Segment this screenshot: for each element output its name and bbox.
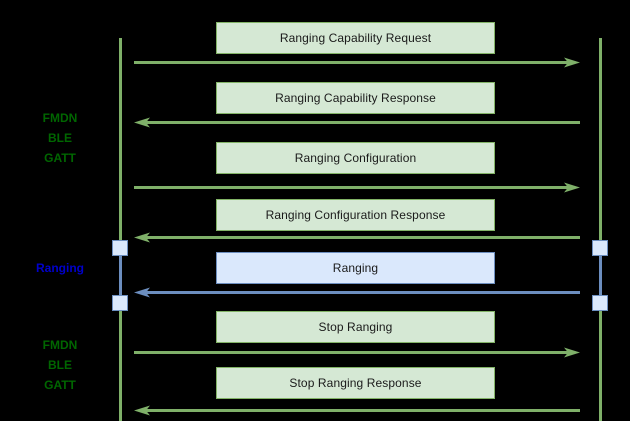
activation-right-start: [592, 240, 608, 256]
message-label: Ranging Configuration: [294, 151, 417, 165]
message-label: Ranging: [332, 261, 379, 275]
left-lifeline-lower: [119, 303, 122, 421]
phase-label-line: Ranging: [36, 261, 84, 275]
activation-left-end: [112, 295, 128, 311]
phase-label-line: BLE: [48, 131, 72, 145]
message-label: Ranging Configuration Response: [265, 208, 446, 222]
phase-label-ranging: Ranging: [18, 258, 102, 278]
message-label: Stop Ranging: [318, 320, 393, 334]
message-box-stop-ranging: Stop Ranging: [216, 311, 495, 343]
message-box-ranging-capability-request: Ranging Capability Request: [216, 22, 495, 54]
phase-label-line: GATT: [44, 378, 76, 392]
phase-label-line: FMDN: [42, 111, 78, 125]
activation-left-start: [112, 240, 128, 256]
message-box-ranging: Ranging: [216, 252, 495, 284]
activation-right-end: [592, 295, 608, 311]
message-arrow-right-stop-ranging: [134, 347, 580, 358]
message-box-ranging-configuration-response: Ranging Configuration Response: [216, 199, 495, 231]
phase-label-fmdn-ble-gatt-top: FMDN BLE GATT: [24, 108, 96, 168]
message-arrow-right-ranging-capability-request: [134, 57, 580, 68]
message-arrow-left-ranging-configuration-response: [134, 232, 580, 243]
message-label: Stop Ranging Response: [289, 376, 422, 390]
right-lifeline-upper: [599, 38, 602, 248]
message-box-stop-ranging-response: Stop Ranging Response: [216, 367, 495, 399]
message-arrow-left-ranging: [134, 287, 580, 298]
message-label: Ranging Capability Request: [279, 31, 432, 45]
left-lifeline-upper: [119, 38, 122, 248]
message-arrow-right-ranging-configuration: [134, 182, 580, 193]
message-label: Ranging Capability Response: [275, 91, 436, 105]
phase-label-fmdn-ble-gatt-bottom: FMDN BLE GATT: [24, 335, 96, 395]
right-lifeline-lower: [599, 303, 602, 421]
phase-label-line: FMDN: [42, 338, 78, 352]
message-box-ranging-capability-response: Ranging Capability Response: [216, 82, 495, 114]
phase-label-line: GATT: [44, 151, 76, 165]
message-box-ranging-configuration: Ranging Configuration: [216, 142, 495, 174]
left-lifeline-active-segment: [119, 248, 122, 303]
right-lifeline-active-segment: [599, 248, 602, 303]
phase-label-line: BLE: [48, 358, 72, 372]
message-arrow-left-stop-ranging-response: [134, 405, 580, 416]
message-arrow-left-ranging-capability-response: [134, 117, 580, 128]
